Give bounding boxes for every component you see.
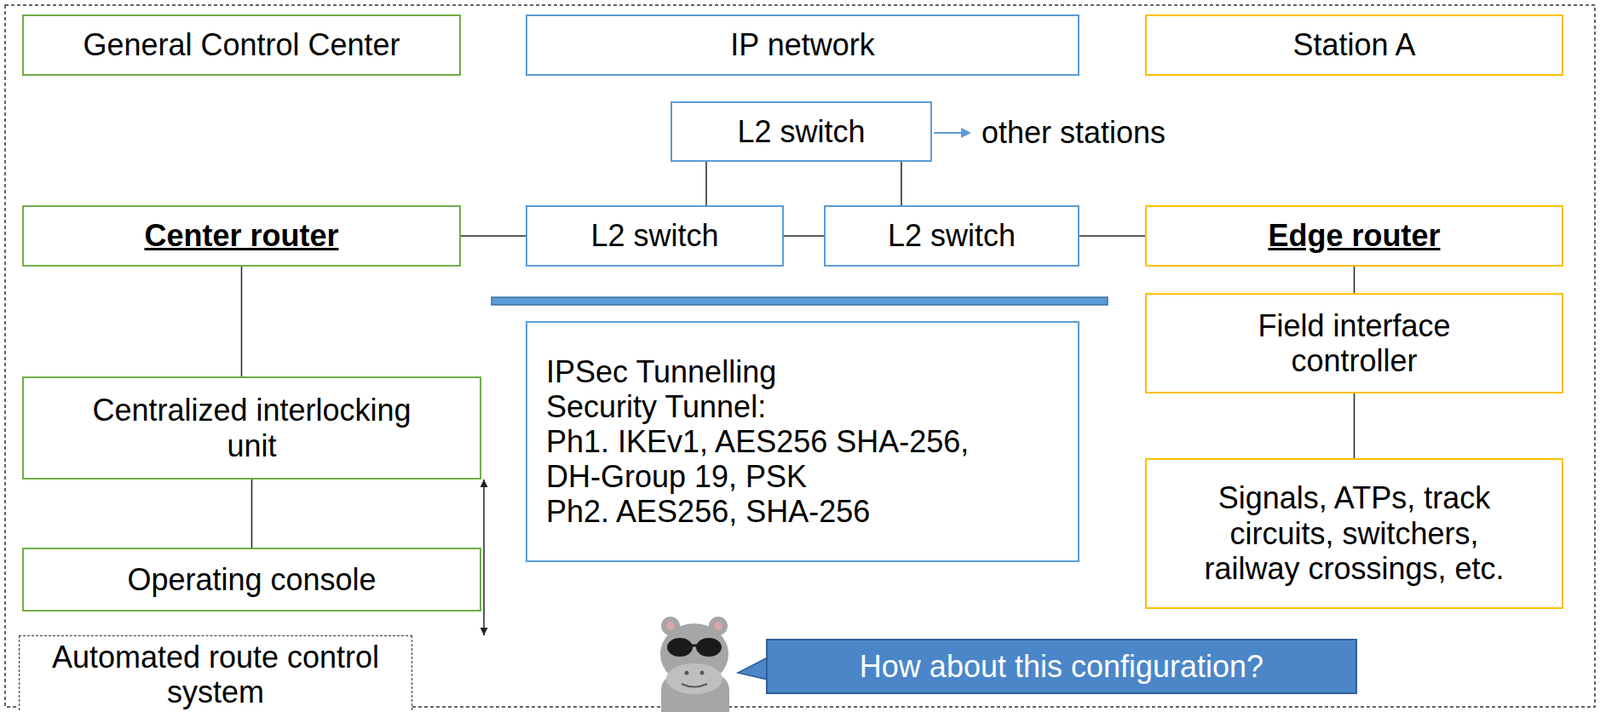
hippo-nostril — [684, 671, 690, 676]
settings-line: Ph1. IKEv1, AES256 SHA-256, — [546, 424, 969, 460]
sunglasses-lens — [696, 638, 722, 657]
outer-frame — [5, 5, 1595, 708]
link-line — [241, 266, 243, 377]
link-line — [900, 161, 903, 206]
box-label: L2 switch — [736, 114, 865, 150]
sunglasses-bridge — [690, 644, 698, 648]
link-line — [251, 479, 254, 548]
router-box: Center router — [22, 205, 461, 267]
link-line — [1353, 393, 1356, 459]
area-header: Station A — [1145, 14, 1564, 76]
console-box: Operating console — [22, 547, 482, 612]
link-line — [1353, 266, 1356, 294]
area-header: General Control Center — [22, 14, 461, 76]
field-devices-box: Signals, ATPs, track circuits, switchers… — [1145, 458, 1564, 610]
link-line — [705, 161, 708, 206]
box-label: Station A — [1292, 27, 1416, 63]
settings-line: DH-Group 19, PSK — [546, 459, 807, 495]
interlocking-box: Centralized interlocking unit — [22, 376, 482, 480]
leader-arrow — [933, 132, 963, 134]
box-label: Center router — [143, 218, 339, 254]
hippo-snout — [666, 663, 723, 695]
link-line — [460, 235, 526, 237]
hippo-ear-inner — [713, 621, 723, 631]
box-label: Automated route control system — [29, 639, 402, 711]
settings-line: IPSec Tunnelling — [546, 354, 777, 390]
note-label: other stations — [979, 115, 1168, 150]
box-label: Edge router — [1267, 218, 1440, 254]
box-label: Centralized interlocking unit — [77, 392, 427, 464]
box-label: L2 switch — [590, 218, 719, 254]
box-label: How about this configuration? — [859, 649, 1264, 685]
hippo-mouth — [681, 684, 708, 688]
box-label: L2 switch — [887, 218, 1016, 254]
switch-box: L2 switch — [525, 205, 784, 267]
tunnel-bar — [491, 297, 1108, 306]
settings-line: Ph2. AES256, SHA-256 — [546, 494, 870, 530]
settings-line: Security Tunnel: — [546, 389, 766, 425]
link-line — [1079, 235, 1146, 237]
sunglasses-lens — [667, 638, 693, 657]
box-label: Operating console — [126, 562, 376, 598]
box-label: Signals, ATPs, track circuits, switchers… — [1188, 480, 1521, 587]
hippo-mascot — [660, 616, 730, 712]
box-label: IP network — [730, 27, 875, 63]
hippo-nostril — [700, 671, 705, 676]
router-box: Edge router — [1145, 205, 1564, 267]
hippo-ear-inner — [666, 621, 675, 631]
speech-bubble: How about this configuration? — [765, 638, 1358, 695]
box-label: Field interface controller — [1226, 308, 1483, 380]
box-label: General Control Center — [82, 27, 400, 63]
area-header: IP network — [525, 14, 1080, 76]
arrow-line — [483, 479, 485, 636]
settings-box: IPSec TunnellingSecurity Tunnel:Ph1. IKE… — [525, 321, 1080, 563]
switch-box: L2 switch — [823, 205, 1080, 267]
controller-box: Field interface controller — [1145, 293, 1564, 394]
optional-system-box: Automated route control system — [18, 635, 413, 712]
leader-arrowhead — [961, 127, 972, 139]
switch-box: L2 switch — [670, 101, 933, 162]
bubble-tail — [737, 657, 768, 680]
link-line — [783, 235, 824, 237]
